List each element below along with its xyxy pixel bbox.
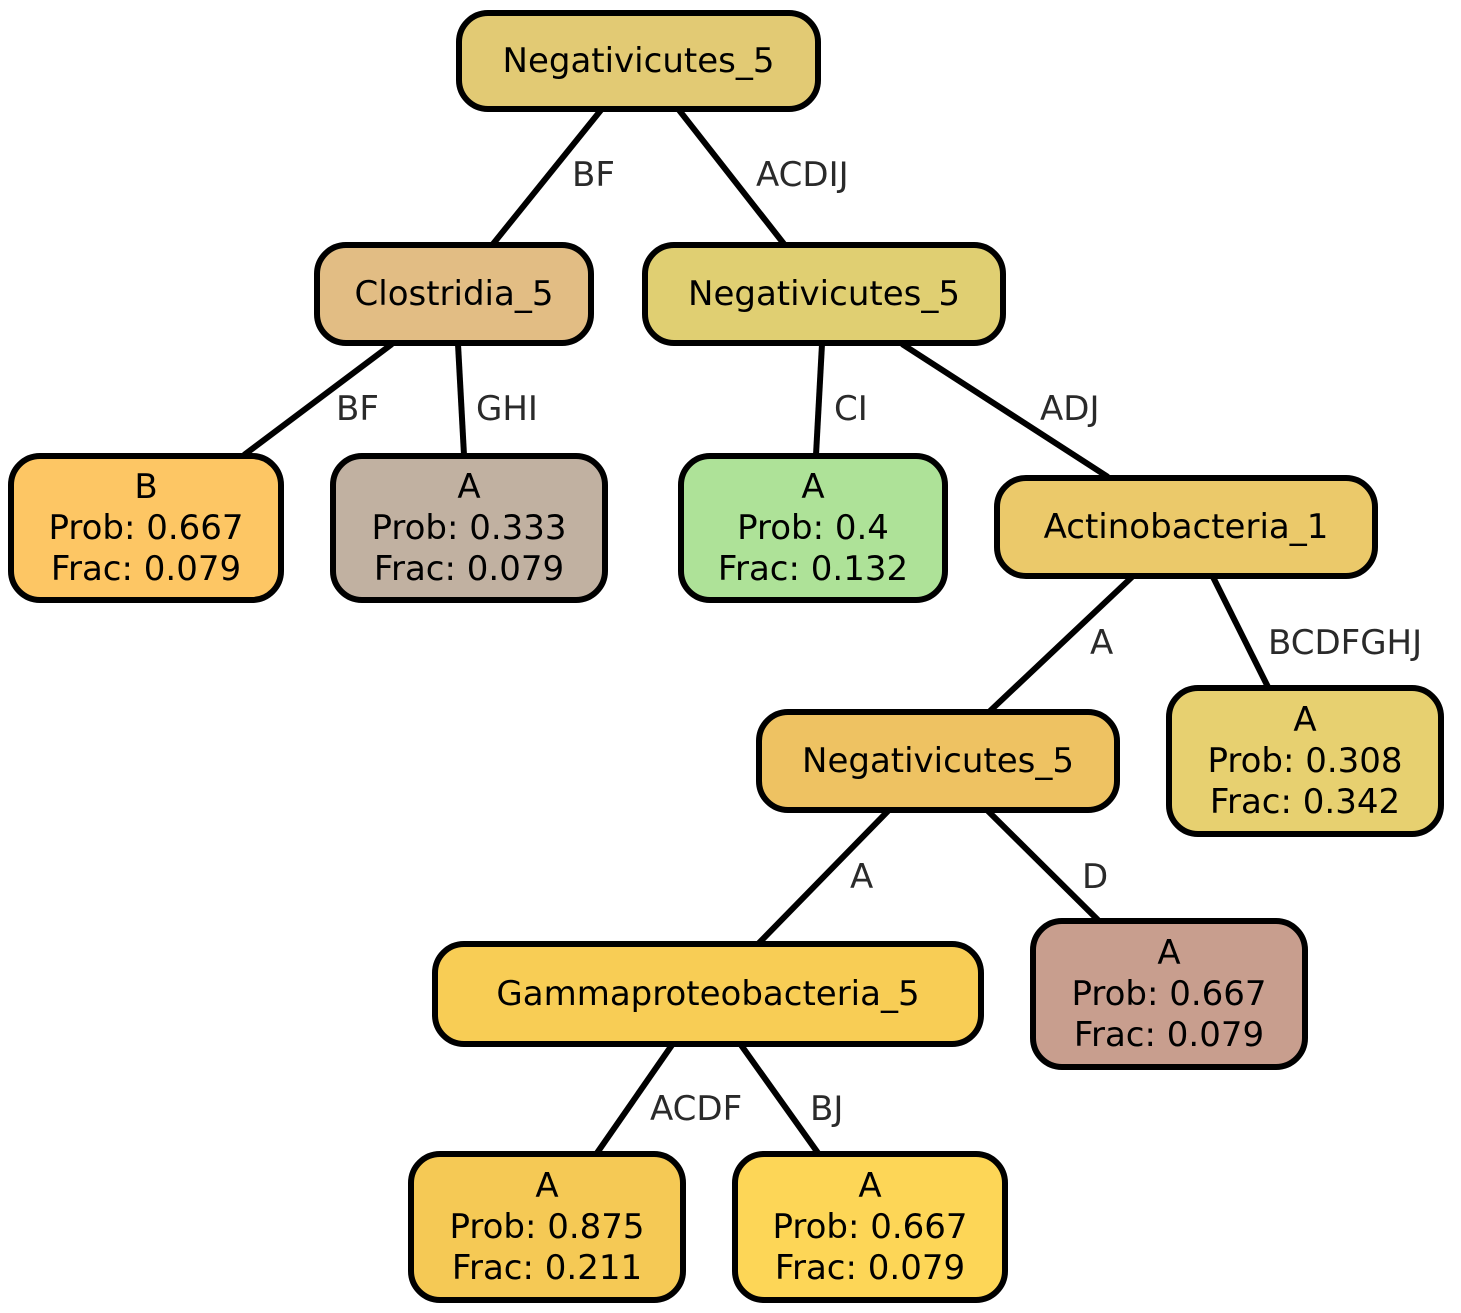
edge-label: CI bbox=[834, 389, 868, 429]
leaf-class: B bbox=[134, 466, 158, 507]
leaf-frac: Frac: 0.211 bbox=[451, 1247, 643, 1288]
edge-n7-n9 bbox=[756, 808, 891, 946]
leaf-node-a-bj: A Prob: 0.667 Frac: 0.079 bbox=[732, 1151, 1008, 1303]
node-label: Gammaproteobacteria_5 bbox=[496, 973, 920, 1014]
edge-label: ADJ bbox=[1040, 389, 1099, 429]
edge-n1-n4 bbox=[455, 343, 467, 456]
leaf-prob: Prob: 0.333 bbox=[371, 507, 567, 548]
edge-n6-n8 bbox=[1210, 575, 1271, 689]
leaf-node-a-ci: A Prob: 0.4 Frac: 0.132 bbox=[678, 453, 948, 603]
leaf-class: A bbox=[858, 1165, 882, 1206]
edge-label: ACDIJ bbox=[756, 155, 849, 195]
leaf-frac: Frac: 0.132 bbox=[717, 548, 909, 589]
edge-label: GHI bbox=[476, 389, 538, 429]
edge-label: A bbox=[1090, 623, 1113, 663]
leaf-class: A bbox=[801, 466, 825, 507]
leaf-node-a-bcdfghj: A Prob: 0.308 Frac: 0.342 bbox=[1166, 685, 1444, 837]
leaf-frac: Frac: 0.079 bbox=[50, 548, 242, 589]
leaf-class: A bbox=[1293, 699, 1317, 740]
edge-n6-n7 bbox=[987, 574, 1135, 714]
node-label: Clostridia_5 bbox=[354, 273, 554, 314]
leaf-prob: Prob: 0.667 bbox=[772, 1206, 968, 1247]
edge-label: ACDF bbox=[650, 1089, 742, 1129]
edge-label: D bbox=[1082, 857, 1108, 897]
leaf-frac: Frac: 0.079 bbox=[373, 548, 565, 589]
edge-label: BF bbox=[336, 389, 379, 429]
leaf-class: A bbox=[1157, 932, 1181, 973]
leaf-node-b: B Prob: 0.667 Frac: 0.079 bbox=[8, 453, 284, 603]
leaf-node-a-acdf: A Prob: 0.875 Frac: 0.211 bbox=[408, 1151, 686, 1303]
edge-label: BCDFGHJ bbox=[1268, 623, 1422, 663]
node-label: Negativicutes_5 bbox=[502, 40, 775, 81]
edge-n2-n5 bbox=[813, 343, 825, 456]
edge-label: BJ bbox=[810, 1089, 843, 1129]
edge-n0-n2 bbox=[676, 108, 787, 246]
edge-n2-n6 bbox=[900, 341, 1110, 480]
node-negativicutes-level2: Negativicutes_5 bbox=[642, 242, 1006, 346]
node-label: Negativicutes_5 bbox=[688, 273, 960, 314]
node-label: Negativicutes_5 bbox=[802, 740, 1074, 781]
edge-n1-n3 bbox=[242, 341, 394, 458]
node-label: Actinobacteria_1 bbox=[1043, 506, 1329, 547]
leaf-prob: Prob: 0.4 bbox=[737, 507, 889, 548]
leaf-prob: Prob: 0.875 bbox=[449, 1206, 645, 1247]
node-clostridia: Clostridia_5 bbox=[314, 242, 594, 346]
leaf-class: A bbox=[535, 1165, 559, 1206]
node-negativicutes-level4: Negativicutes_5 bbox=[756, 709, 1120, 813]
edge-n9-n12 bbox=[738, 1043, 821, 1155]
leaf-node-a-d: A Prob: 0.667 Frac: 0.079 bbox=[1030, 918, 1308, 1070]
leaf-prob: Prob: 0.667 bbox=[48, 507, 244, 548]
edge-label: A bbox=[850, 857, 873, 897]
leaf-frac: Frac: 0.079 bbox=[774, 1247, 966, 1288]
edge-label: BF bbox=[572, 155, 615, 195]
leaf-class: A bbox=[457, 466, 481, 507]
node-negativicutes-root: Negativicutes_5 bbox=[456, 10, 821, 112]
leaf-frac: Frac: 0.079 bbox=[1073, 1014, 1265, 1055]
edge-n7-n10 bbox=[985, 808, 1101, 923]
leaf-prob: Prob: 0.308 bbox=[1207, 740, 1403, 781]
leaf-node-a-ghi: A Prob: 0.333 Frac: 0.079 bbox=[330, 453, 608, 603]
leaf-frac: Frac: 0.342 bbox=[1209, 781, 1401, 822]
leaf-prob: Prob: 0.667 bbox=[1071, 973, 1267, 1014]
node-actinobacteria: Actinobacteria_1 bbox=[994, 475, 1378, 579]
edge-n9-n11 bbox=[594, 1043, 675, 1155]
edge-n0-n1 bbox=[490, 108, 604, 246]
node-gammaproteobacteria: Gammaproteobacteria_5 bbox=[432, 941, 984, 1047]
